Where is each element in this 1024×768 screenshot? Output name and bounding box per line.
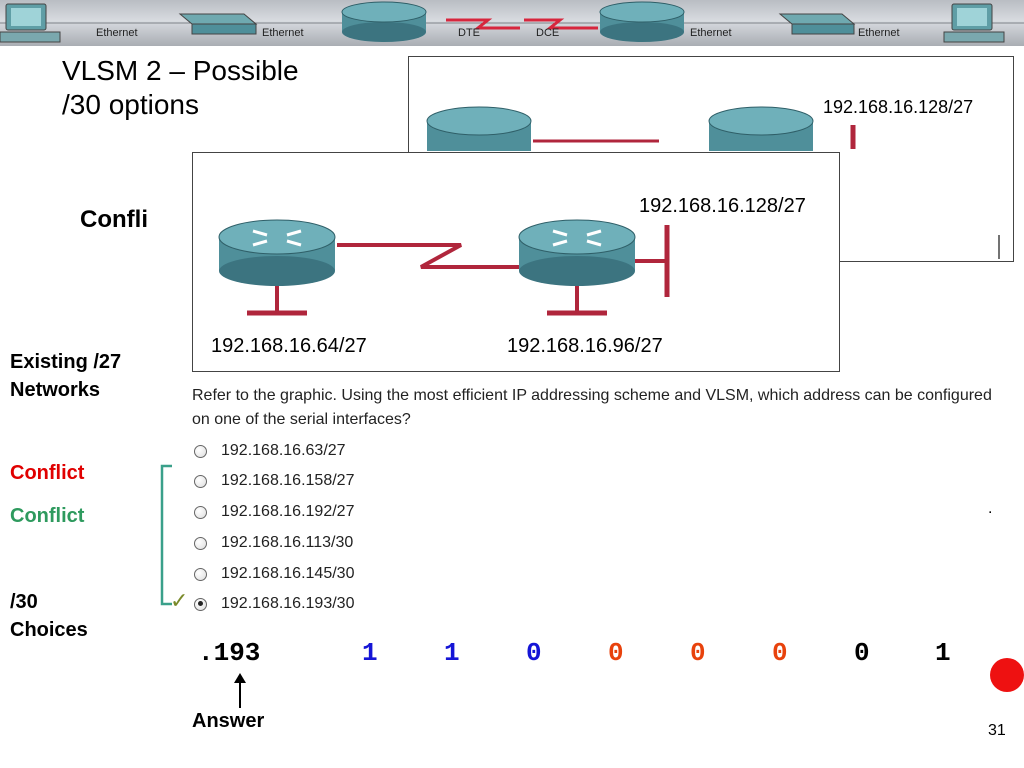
- topology-banner: Ethernet Ethernet DTE DCE Ethernet Ether…: [0, 0, 1024, 46]
- answer-option[interactable]: 192.168.16.192/27: [194, 500, 354, 524]
- answer-option[interactable]: 192.168.16.113/30: [194, 531, 353, 555]
- banner-graphic: [0, 1, 1024, 43]
- bit-digit: 0: [690, 638, 706, 668]
- red-dot-icon: [990, 658, 1024, 692]
- radio-button[interactable]: [194, 444, 207, 458]
- bit-digit: 0: [608, 638, 624, 668]
- answer-option-label: 192.168.16.63/27: [221, 442, 346, 459]
- serial-link: [337, 243, 519, 269]
- banner-label: DCE: [536, 27, 560, 39]
- network-label: 192.168.16.128/27: [639, 195, 806, 217]
- bit-digit: 0: [854, 638, 870, 668]
- answer-option-label: 192.168.16.158/27: [221, 472, 355, 489]
- radio-button[interactable]: [194, 505, 207, 519]
- radio-button-selected[interactable]: [194, 597, 207, 611]
- back-topology-graphic: [426, 106, 1000, 259]
- existing-networks-label: Existing /27 Networks: [10, 351, 122, 401]
- bit-digit: 0: [526, 638, 542, 668]
- router-icon: [218, 219, 336, 286]
- switch-icon: [178, 13, 258, 35]
- radio-button[interactable]: [194, 536, 207, 550]
- octet-value: .193: [198, 638, 261, 668]
- partial-conflict-text: Confli: [80, 206, 148, 233]
- choices-label: /30 Choices: [10, 591, 88, 641]
- answer-option[interactable]: 192.168.16.63/27: [194, 439, 346, 463]
- bit-digit: 0: [772, 638, 788, 668]
- front-topology-figure: 192.168.16.128/27 192.168.16.64/27 192.1…: [192, 152, 840, 372]
- router-icon: [599, 1, 685, 42]
- answer-option[interactable]: 192.168.16.158/27: [194, 469, 354, 493]
- banner-label: Ethernet: [690, 27, 732, 39]
- bit-digit: 1: [362, 638, 378, 668]
- router-icon: [341, 1, 427, 42]
- banner-label: Ethernet: [858, 27, 900, 39]
- bit-digit: 1: [444, 638, 460, 668]
- bit-digit: 1: [935, 638, 951, 668]
- slide-title-line1: VLSM 2 – Possible: [62, 55, 299, 86]
- conflict-label: Conflict: [10, 462, 85, 484]
- answer-option-label: 192.168.16.193/30: [221, 595, 355, 612]
- answer-option[interactable]: 192.168.16.145/30: [194, 562, 354, 586]
- page-number: 31: [988, 722, 1006, 739]
- banner-label: DTE: [458, 27, 480, 39]
- radio-button[interactable]: [194, 567, 207, 581]
- network-label: 192.168.16.96/27: [507, 335, 663, 357]
- slide-title-line2: /30 options: [62, 89, 199, 120]
- choices-bracket: [160, 464, 172, 606]
- network-label: 192.168.16.64/27: [211, 335, 367, 357]
- answer-option-label: 192.168.16.113/30: [221, 534, 354, 551]
- pc-icon: [0, 3, 61, 43]
- banner-label: Ethernet: [96, 27, 138, 39]
- checkmark-icon: ✓: [170, 588, 189, 613]
- stray-dot: .: [988, 500, 993, 517]
- router-icon: [518, 219, 636, 286]
- serial-link-icon: [446, 18, 598, 30]
- answer-label: Answer: [192, 710, 265, 732]
- question-text: Refer to the graphic. Using the most eff…: [192, 387, 992, 428]
- slide-title: VLSM 2 – Possible /30 options: [62, 54, 299, 122]
- topology-graphic: [218, 219, 670, 316]
- pc-icon: [943, 3, 1005, 43]
- radio-button[interactable]: [194, 474, 207, 488]
- conflict-label: Conflict: [10, 505, 85, 527]
- switch-icon: [778, 13, 856, 35]
- answer-option-selected[interactable]: 192.168.16.193/30: [194, 592, 354, 616]
- arrow-up-icon: [234, 673, 246, 708]
- network-label: 192.168.16.128/27: [823, 97, 974, 117]
- answer-option-label: 192.168.16.192/27: [221, 503, 355, 520]
- answer-option-label: 192.168.16.145/30: [221, 565, 355, 582]
- banner-label: Ethernet: [262, 27, 304, 39]
